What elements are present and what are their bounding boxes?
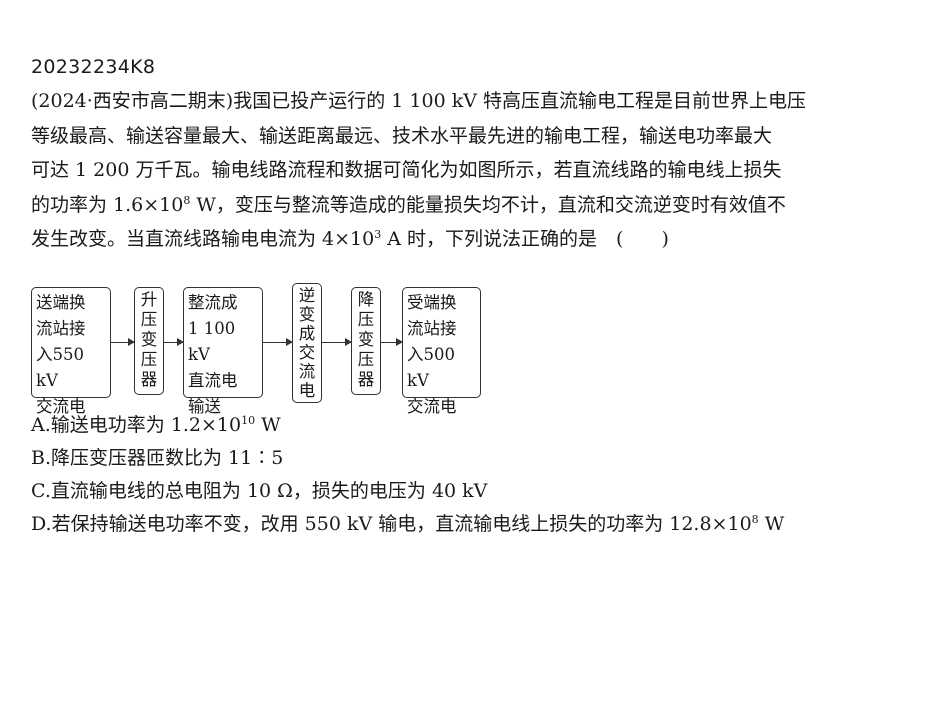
box-text-char: 电 xyxy=(298,381,316,400)
box-text-line: 流站接 xyxy=(407,319,457,338)
box-text-line: 交流电 xyxy=(36,397,86,416)
box-text-char: 升 xyxy=(140,290,158,309)
option-a[interactable]: A.输送电功率为 1.2×1010 W xyxy=(31,410,281,437)
stem-line-5: 发生改变。当直流线路输电电流为 4×103 A 时，下列说法正确的是 ( ) xyxy=(31,222,911,257)
box-text-line: 入550 kV xyxy=(36,345,84,390)
option-c[interactable]: C.直流输电线的总电阻为 10 Ω，损失的电压为 40 kV xyxy=(31,480,488,502)
question-stem: (2024·西安市高二期末)我国已投产运行的 1 100 kV 特高压直流输电工… xyxy=(31,84,911,257)
box-text-line: 整流成 xyxy=(188,293,238,312)
box-text-char: 流 xyxy=(298,362,316,381)
box-text-char: 器 xyxy=(140,370,158,389)
option-a-text: A.输送电功率为 1.2×10 xyxy=(31,414,242,436)
box-text-char: 变 xyxy=(140,330,158,349)
stem-line-5-text-b: A 时，下列说法正确的是 ( ) xyxy=(381,228,669,250)
stem-line-4-exponent: 8 xyxy=(183,193,191,207)
box-receiving-station: 受端换 流站接 入500 kV 交流电 xyxy=(402,287,481,416)
box-text-char: 压 xyxy=(357,310,375,329)
box-text-char: 变 xyxy=(298,305,316,324)
stem-line-5-text-a: 发生改变。当直流线路输电电流为 4×10 xyxy=(31,228,375,250)
option-a-unit: W xyxy=(255,414,281,436)
stem-line-3: 可达 1 200 万千瓦。输电线路流程和数据可简化为如图所示，若直流线路的输电线… xyxy=(31,159,782,181)
box-dc-rectifier: 整流成 1 100 kV 直流电 输送 xyxy=(183,287,263,416)
box-text-char: 压 xyxy=(140,350,158,369)
box-text-line: 送端换 xyxy=(36,293,86,312)
stem-line-4-text-b: W，变压与整流等造成的能量损失均不计，直流和交流逆变时有效值不 xyxy=(190,193,786,216)
stem-line-2: 等级最高、输送容量最大、输送距离最远、技术水平最先进的输电工程，输送电功率最大 xyxy=(31,124,773,147)
stem-line-1: (2024·西安市高二期末)我国已投产运行的 1 100 kV 特高压直流输电工… xyxy=(31,90,806,112)
stem-line-4-text-a: 的功率为 1.6×10 xyxy=(31,193,184,216)
box-text-line: 交流电 xyxy=(407,397,457,416)
box-sending-station: 送端换 流站接 入550 kV 交流电 xyxy=(31,287,111,416)
transmission-flow-diagram: 送端换 流站接 入550 kV 交流电 升 压 变 压 器 整流成 1 100 … xyxy=(31,283,501,416)
box-text-line: 输送 xyxy=(188,397,221,416)
stem-line-4: 的功率为 1.6×108 W，变压与整流等造成的能量损失均不计，直流和交流逆变时… xyxy=(31,188,911,223)
box-text-line: 入500 kV xyxy=(407,345,455,390)
box-text-char: 降 xyxy=(357,290,375,309)
option-d-exponent: 8 xyxy=(751,513,759,526)
option-d-text: D.若保持输送电功率不变，改用 550 kV 输电，直流输电线上损失的功率为 1… xyxy=(31,513,752,535)
box-text-char: 变 xyxy=(357,330,375,349)
box-text-char: 压 xyxy=(140,310,158,329)
box-text-char: 成 xyxy=(298,324,316,343)
box-text-char: 器 xyxy=(357,370,375,389)
box-step-down-transformer: 降 压 变 压 器 xyxy=(351,287,381,395)
box-text-char: 逆 xyxy=(298,286,316,305)
box-text-line: 1 100 kV xyxy=(188,319,236,364)
flow-arrow-1 xyxy=(111,336,135,348)
box-text-line: 直流电 xyxy=(188,371,238,390)
option-a-exponent: 10 xyxy=(241,414,256,427)
box-inverter: 逆 变 成 交 流 电 xyxy=(292,283,322,403)
option-d-unit: W xyxy=(758,513,785,535)
flow-arrow-2 xyxy=(164,336,184,348)
box-text-line: 受端换 xyxy=(407,293,457,312)
box-text-line: 流站接 xyxy=(36,319,86,338)
flow-arrow-4 xyxy=(322,336,352,348)
box-text-char: 交 xyxy=(298,343,316,362)
box-text-char: 压 xyxy=(357,350,375,369)
option-b[interactable]: B.降压变压器匝数比为 11∶5 xyxy=(31,447,284,469)
flow-arrow-3 xyxy=(263,336,293,348)
question-id: 20232234K8 xyxy=(31,56,156,78)
option-d[interactable]: D.若保持输送电功率不变，改用 550 kV 输电，直流输电线上损失的功率为 1… xyxy=(31,509,784,536)
flow-arrow-5 xyxy=(381,336,403,348)
box-step-up-transformer: 升 压 变 压 器 xyxy=(134,287,164,395)
stem-line-5-exponent: 3 xyxy=(374,228,382,241)
